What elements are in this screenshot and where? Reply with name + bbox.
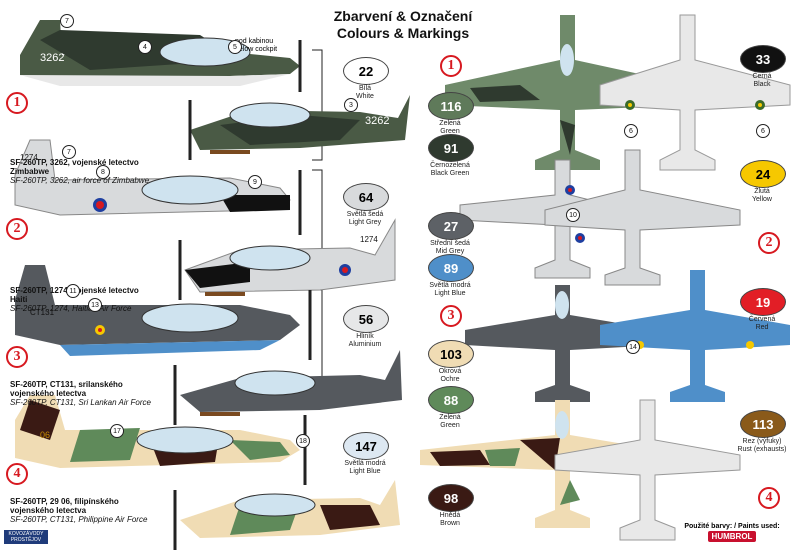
- aircraft-3-side-lower: [173, 350, 402, 425]
- callout-17: 17: [110, 424, 124, 438]
- scheme-number-1-top: 1: [440, 55, 462, 77]
- scheme-number-4-top: 4: [758, 487, 780, 509]
- callout-18: 18: [296, 434, 310, 448]
- swatch-103: 103: [428, 340, 474, 368]
- callout-5: 5: [228, 40, 242, 54]
- aircraft-4-side-upper: [15, 395, 307, 485]
- bracket-1: [312, 49, 323, 161]
- swatch-88: 88: [428, 386, 474, 414]
- aircraft-3-side-upper: [15, 265, 312, 360]
- swatch-22: 22: [343, 57, 389, 85]
- scheme-number-2-top: 2: [758, 232, 780, 254]
- swatch-27: 27: [428, 212, 474, 240]
- swatch-64: 64: [343, 183, 389, 211]
- scheme-number-3: 3: [6, 346, 28, 368]
- callout-9: 9: [248, 175, 262, 189]
- title-czech: Zbarvení & Označení: [333, 8, 473, 24]
- serial-2-lower: 1274: [360, 235, 378, 244]
- callout-6b: 6: [756, 124, 770, 138]
- aircraft-1-bottom-view: [599, 14, 791, 171]
- callout-11: 11: [66, 284, 80, 298]
- callout-6: 6: [624, 124, 638, 138]
- cockpit-note: pod kabinou below cockpit: [235, 38, 278, 53]
- aircraft-2-bottom-view: [544, 149, 741, 286]
- title-english: Colours & Markings: [336, 25, 470, 41]
- scheme-number-4: 4: [6, 463, 28, 485]
- swatch-98: 98: [428, 484, 474, 512]
- callout-10: 10: [566, 208, 580, 222]
- serial-3-upper: CT131: [30, 308, 55, 317]
- callout-13: 13: [88, 298, 102, 312]
- aircraft-1-side-lower: [188, 95, 410, 160]
- callout-7: 7: [60, 14, 74, 28]
- scheme-number-3-top: 3: [440, 305, 462, 327]
- serial-1-upper: 3262: [40, 52, 65, 64]
- callout-8: 8: [96, 165, 110, 179]
- callout-4: 4: [138, 40, 152, 54]
- serial-1-lower: 3262: [365, 115, 390, 127]
- aircraft-3-top-view: [465, 285, 660, 402]
- swatch-24: 24: [740, 160, 786, 188]
- swatch-147: 147: [343, 432, 389, 460]
- aircraft-4-side-lower: [173, 480, 400, 550]
- swatch-56: 56: [343, 305, 389, 333]
- swatch-33: 33: [740, 45, 786, 73]
- swatch-89: 89: [428, 254, 474, 282]
- color-name-113: Rez (výfuky)Rust (exhausts): [737, 438, 787, 453]
- swatch-113: 113: [740, 410, 786, 438]
- serial-2-upper: 1274: [20, 153, 38, 162]
- kp-logo: KOVOZÁVODY PROSTĚJOV: [4, 530, 48, 544]
- aircraft-4-top-view: [420, 400, 660, 528]
- aircraft-2-side-lower: [178, 218, 396, 300]
- swatch-116: 116: [428, 92, 474, 120]
- swatch-91: 91: [428, 134, 474, 162]
- callout-3: 3: [344, 98, 358, 112]
- humbrol-logo: HUMBROL: [707, 531, 757, 542]
- serial-4-upper: 06: [40, 430, 51, 440]
- paints-used: Použité barvy: / Paints used: HUMBROL: [684, 523, 780, 542]
- callout-14: 14: [626, 340, 640, 354]
- scheme-number-1: 1: [6, 92, 28, 114]
- aircraft-4-bottom-view: [554, 399, 741, 541]
- page-title: Zbarvení & Označení Colours & Markings: [318, 8, 488, 42]
- scheme-number-2: 2: [6, 218, 28, 240]
- aircraft-2-side-upper: [14, 139, 302, 235]
- callout-7b: 7: [62, 145, 76, 159]
- aircraft-1-side-upper: [20, 20, 302, 92]
- swatch-19: 19: [740, 288, 786, 316]
